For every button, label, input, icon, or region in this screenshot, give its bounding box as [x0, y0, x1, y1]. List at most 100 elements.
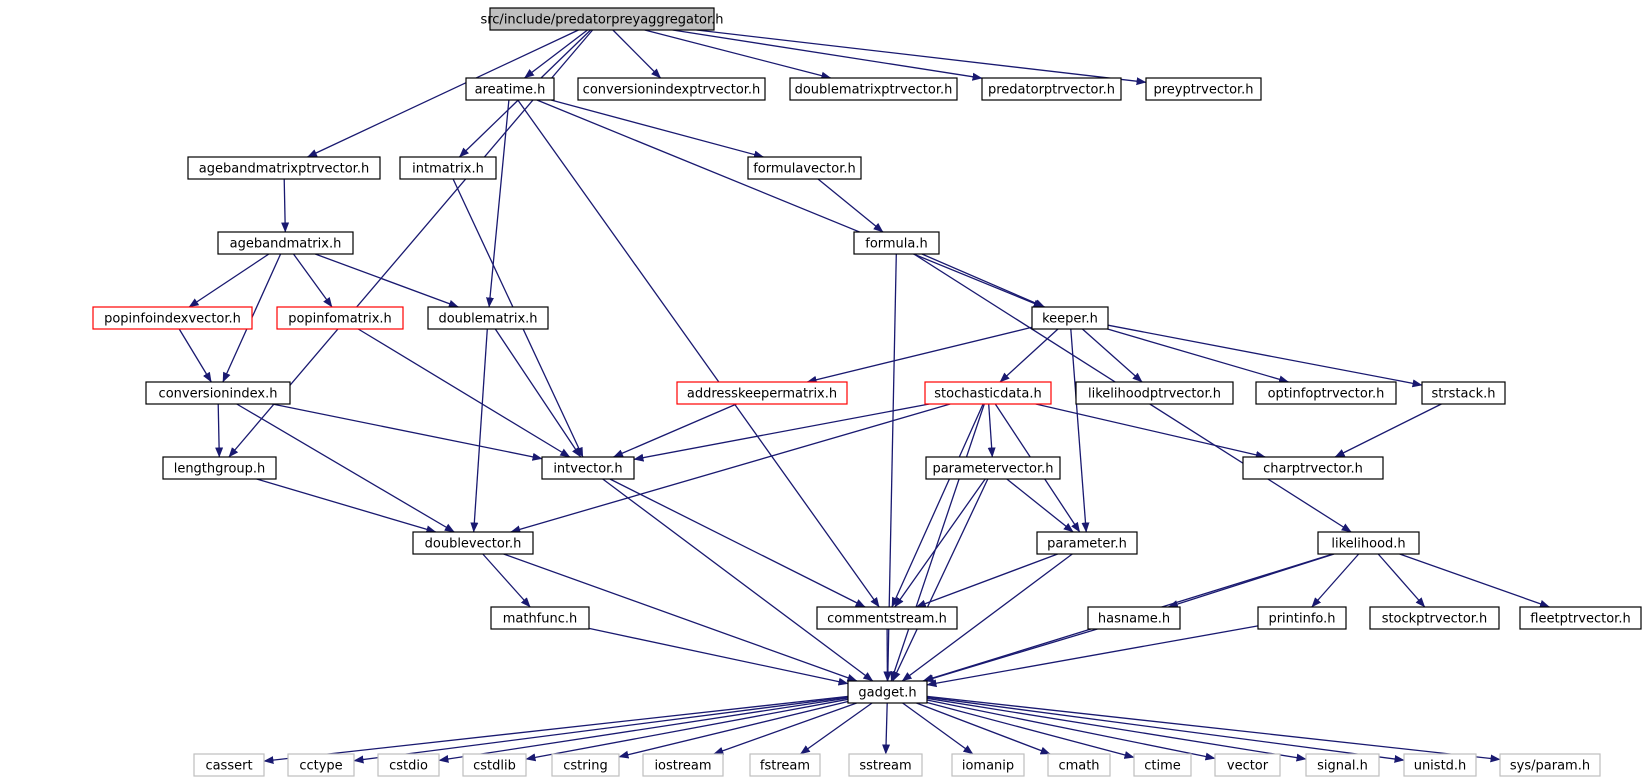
node-fstream: fstream	[749, 753, 821, 777]
node-stochasticdata[interactable]: stochasticdata.h	[924, 381, 1052, 405]
node-box-agebandmatrix	[217, 231, 354, 255]
edge-intvector-to-commentstream	[609, 478, 866, 608]
node-doublevector[interactable]: doublevector.h	[412, 531, 534, 555]
node-label-cstring: cstring	[563, 759, 607, 774]
node-commentstream[interactable]: commentstream.h	[816, 606, 958, 630]
node-box-cstdio	[377, 753, 440, 777]
node-label-addresskeepermatrix: addresskeepermatrix.h	[687, 387, 837, 402]
node-label-agebandmatrix: agebandmatrix.h	[230, 237, 342, 252]
node-charptrvector[interactable]: charptrvector.h	[1242, 456, 1384, 480]
edge-gadget-to-cctype	[353, 696, 849, 764]
node-label-charptrvector: charptrvector.h	[1263, 462, 1363, 477]
node-conversionindexptrvector[interactable]: conversionindexptrvector.h	[577, 77, 766, 101]
edge-formulavector-to-formula	[817, 178, 884, 233]
node-signal: signal.h	[1305, 753, 1380, 777]
node-box-root	[489, 7, 715, 31]
edge-gadget-to-cassert	[263, 695, 849, 765]
node-box-doublematrixptrvector	[789, 77, 958, 101]
node-label-fstream: fstream	[760, 759, 810, 774]
edge-agebandmatrix-to-doublematrix	[314, 253, 459, 308]
edge-doublematrix-to-intvector	[494, 328, 582, 458]
node-label-strstack: strstack.h	[1431, 387, 1495, 402]
node-parameter[interactable]: parameter.h	[1036, 531, 1138, 555]
node-label-doublevector: doublevector.h	[425, 537, 522, 552]
node-popinfoindexvector[interactable]: popinfoindexvector.h	[92, 306, 253, 330]
edge-root-to-predatorptrvector	[672, 29, 983, 81]
edge-parametervector-to-commentstream	[894, 478, 986, 608]
node-label-intvector: intvector.h	[553, 462, 622, 477]
edge-keeper-to-stochasticdata	[999, 328, 1059, 383]
node-box-doublematrix	[427, 306, 549, 330]
node-preyptrvector[interactable]: preyptrvector.h	[1145, 77, 1262, 101]
node-cstring: cstring	[551, 753, 620, 777]
node-hasname[interactable]: hasname.h	[1087, 606, 1181, 630]
node-label-parameter: parameter.h	[1047, 537, 1127, 552]
edge-keeper-to-addresskeepermatrix	[806, 326, 1033, 384]
node-areatime[interactable]: areatime.h	[465, 77, 555, 101]
edge-doublevector-to-gadget	[503, 553, 858, 682]
node-keeper[interactable]: keeper.h	[1031, 306, 1109, 330]
node-label-vector: vector	[1227, 759, 1269, 774]
node-box-lengthgroup	[162, 456, 277, 480]
node-fleetptrvector[interactable]: fleetptrvector.h	[1519, 606, 1642, 630]
node-label-preyptrvector: preyptrvector.h	[1153, 83, 1253, 98]
edge-stochasticdata-to-parametervector	[987, 403, 996, 458]
edge-root-to-conversionindexptrvector	[612, 29, 662, 79]
node-conversionindex[interactable]: conversionindex.h	[145, 381, 291, 405]
node-doublematrix[interactable]: doublematrix.h	[427, 306, 549, 330]
edge-areatime-to-keeper	[536, 99, 1044, 308]
node-box-sstream	[848, 753, 923, 777]
node-agebandmatrix[interactable]: agebandmatrix.h	[217, 231, 354, 255]
node-label-stockptrvector: stockptrvector.h	[1382, 612, 1488, 627]
node-box-mathfunc	[490, 606, 590, 630]
node-printinfo[interactable]: printinfo.h	[1257, 606, 1347, 630]
node-agebandmatrixptrvector[interactable]: agebandmatrixptrvector.h	[187, 156, 381, 180]
node-intvector[interactable]: intvector.h	[541, 456, 635, 480]
node-stockptrvector[interactable]: stockptrvector.h	[1369, 606, 1500, 630]
node-addresskeepermatrix[interactable]: addresskeepermatrix.h	[676, 381, 848, 405]
node-optinfoptrvector[interactable]: optinfoptrvector.h	[1255, 381, 1397, 405]
node-box-popinfoindexvector	[92, 306, 253, 330]
node-predatorptrvector[interactable]: predatorptrvector.h	[981, 77, 1122, 101]
edge-gadget-to-cmath	[916, 702, 1051, 755]
node-sstream: sstream	[848, 753, 923, 777]
node-box-agebandmatrixptrvector	[187, 156, 381, 180]
node-label-formula: formula.h	[865, 237, 928, 252]
node-gadget[interactable]: gadget.h	[847, 680, 928, 704]
node-formulavector[interactable]: formulavector.h	[747, 156, 862, 180]
node-box-formula	[853, 231, 940, 255]
node-box-doublevector	[412, 531, 534, 555]
node-mathfunc[interactable]: mathfunc.h	[490, 606, 590, 630]
node-root[interactable]: src/include/predatorpreyaggregator.h	[480, 7, 724, 31]
edge-areatime-to-formulavector	[550, 99, 764, 159]
node-likelihood[interactable]: likelihood.h	[1317, 531, 1420, 555]
edge-gadget-to-cstring	[618, 700, 849, 759]
node-box-vector	[1214, 753, 1281, 777]
node-parametervector[interactable]: parametervector.h	[925, 456, 1061, 480]
edge-stochasticdata-to-gadget	[890, 403, 985, 682]
node-label-predatorptrvector: predatorptrvector.h	[988, 83, 1115, 98]
edge-gadget-to-unistd	[926, 696, 1405, 763]
edge-keeper-to-optinfoptrvector	[1107, 328, 1289, 384]
node-box-iomanip	[951, 753, 1025, 777]
node-label-commentstream: commentstream.h	[827, 612, 947, 627]
node-intmatrix[interactable]: intmatrix.h	[399, 156, 497, 180]
node-formula[interactable]: formula.h	[853, 231, 940, 255]
edge-gadget-to-sstream	[882, 702, 891, 755]
node-ctime: ctime	[1133, 753, 1192, 777]
edge-doublevector-to-mathfunc	[482, 553, 531, 608]
edge-popinfoindexvector-to-conversionindex	[178, 328, 212, 383]
node-likelihoodptrvector[interactable]: likelihoodptrvector.h	[1075, 381, 1234, 405]
node-strstack[interactable]: strstack.h	[1421, 381, 1506, 405]
node-label-printinfo: printinfo.h	[1268, 612, 1335, 627]
node-lengthgroup[interactable]: lengthgroup.h	[162, 456, 277, 480]
node-doublematrixptrvector[interactable]: doublematrixptrvector.h	[789, 77, 958, 101]
node-label-formulavector: formulavector.h	[753, 162, 856, 177]
node-box-iostream	[642, 753, 724, 777]
node-box-gadget	[847, 680, 928, 704]
node-popinfomatrix[interactable]: popinfomatrix.h	[276, 306, 404, 330]
node-label-popinfoindexvector: popinfoindexvector.h	[104, 312, 241, 327]
node-box-cstring	[551, 753, 620, 777]
edge-root-to-preyptrvector	[696, 29, 1147, 86]
node-label-cassert: cassert	[205, 759, 252, 774]
